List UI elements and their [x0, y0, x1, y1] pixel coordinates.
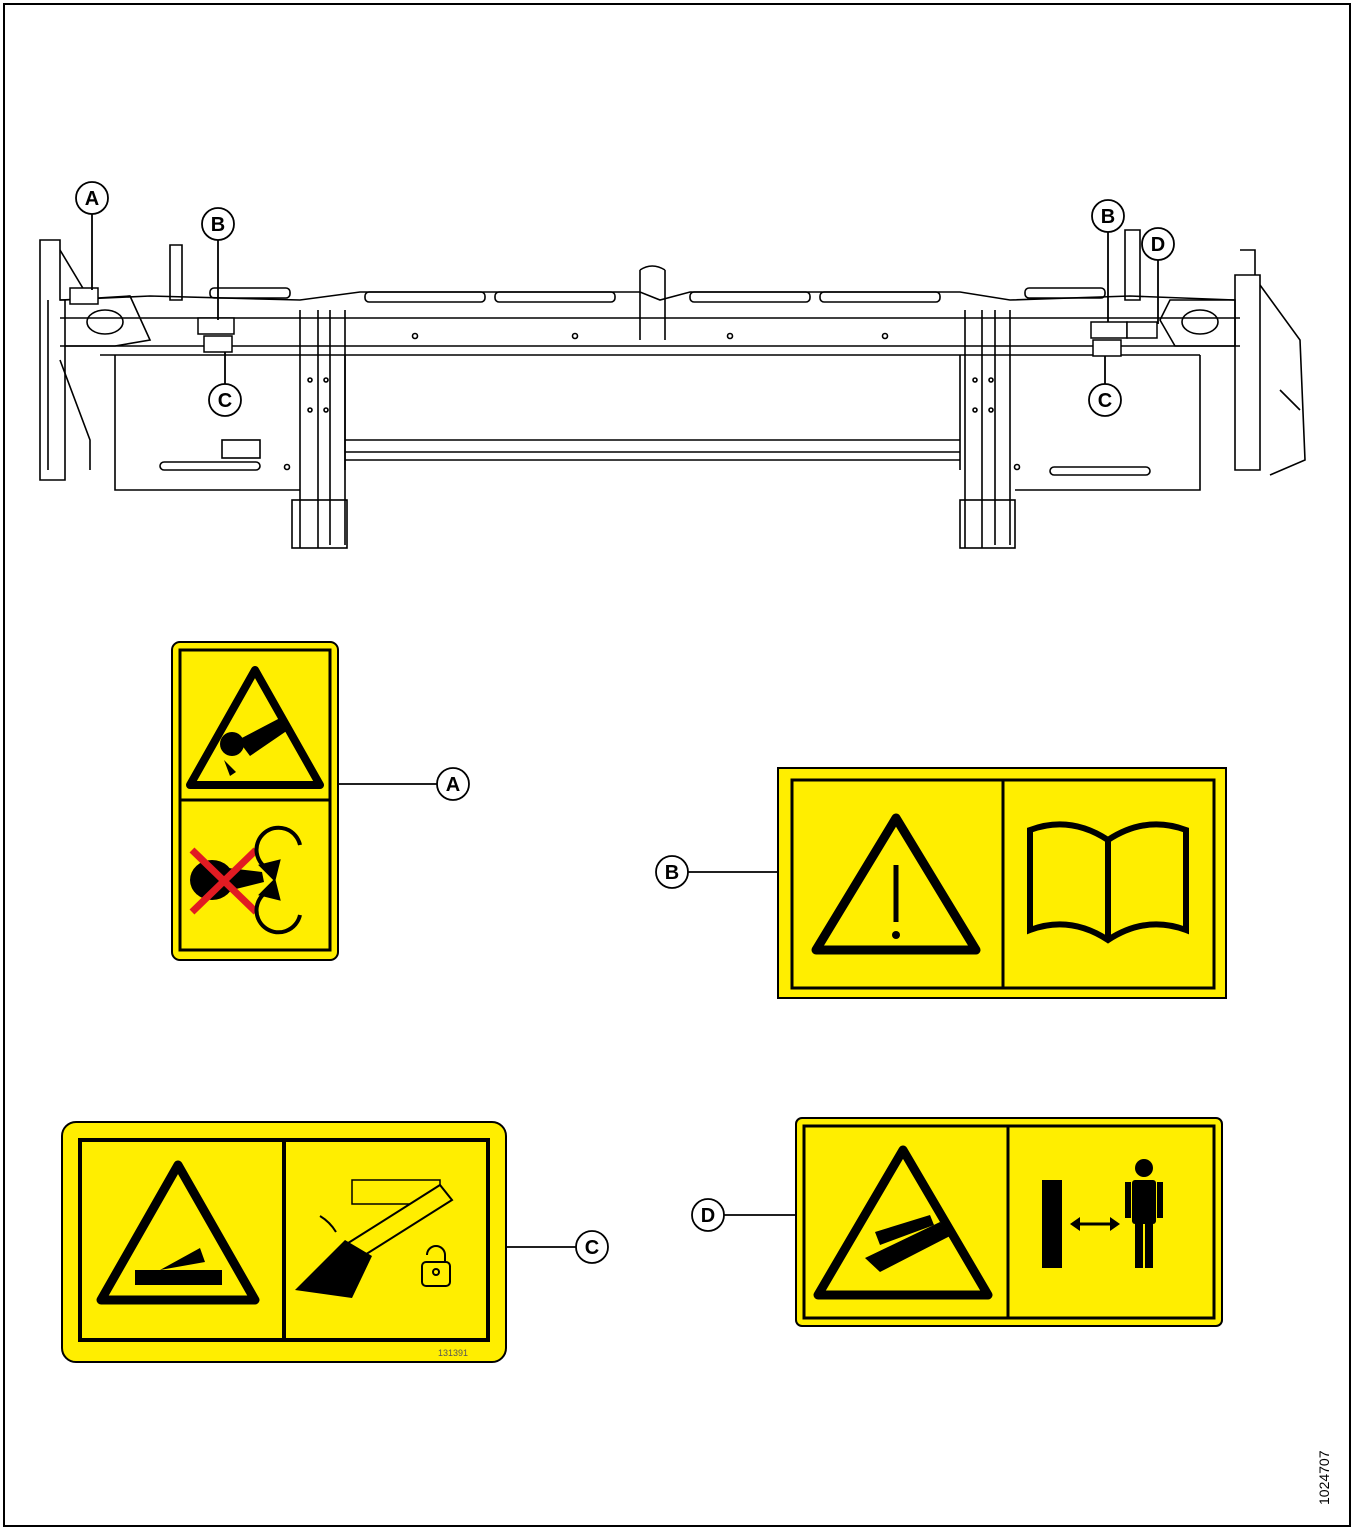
figure-id: 1024707 — [1316, 1450, 1332, 1505]
figure-border — [3, 3, 1351, 1527]
decal-a — [171, 641, 339, 961]
callout-b-right-label: B — [1101, 206, 1115, 228]
decal-c-right-marker — [1092, 339, 1122, 357]
decal-b-right-marker — [1090, 321, 1128, 339]
decal-c: 131391 — [61, 1121, 507, 1363]
decal-b-left-marker — [197, 317, 235, 335]
callout-a-top-label: A — [85, 188, 99, 210]
callout-b-decal-label: B — [665, 862, 679, 884]
frame-decal-markers — [69, 287, 1158, 357]
callout-a-decal-label: A — [446, 774, 460, 796]
decal-d-marker — [1126, 321, 1158, 339]
hand-crossed-icon — [189, 847, 264, 915]
callout-c-right-circle — [1088, 383, 1122, 417]
callout-b-right-circle — [1091, 199, 1125, 233]
callout-a-top-circle — [75, 181, 109, 215]
lift-cylinder-icon — [295, 1179, 454, 1298]
decal-a-marker — [69, 287, 99, 305]
callout-b-left-label: B — [211, 214, 225, 236]
decal-c-left-marker — [203, 335, 233, 353]
entanglement-icon — [220, 718, 288, 776]
pinch-hand-icon — [813, 1145, 993, 1300]
padlock-icon — [421, 1245, 451, 1287]
decal-c-part-number: 131391 — [438, 1348, 468, 1358]
header-frame-illustration — [39, 229, 1306, 549]
frame-callouts — [75, 181, 1175, 417]
callout-c-decal-circle — [575, 1230, 609, 1264]
crush-icon — [96, 1160, 260, 1305]
manual-book-icon — [1027, 821, 1189, 944]
callout-d-top-label: D — [1151, 234, 1165, 256]
rotating-arrows-icon — [254, 825, 302, 935]
callout-d-decal-label: D — [701, 1205, 715, 1227]
decal-d — [795, 1117, 1223, 1327]
callout-d-top-circle — [1141, 227, 1175, 261]
warning-triangle-icon — [186, 666, 324, 789]
callout-c-right-label: C — [1098, 390, 1112, 412]
stand-clear-icon — [1042, 1159, 1163, 1268]
callout-a-decal-circle — [436, 767, 470, 801]
callout-c-decal-label: C — [585, 1237, 599, 1259]
callout-b-left-circle — [201, 207, 235, 241]
decal-b — [777, 767, 1227, 999]
callout-c-left-label: C — [218, 390, 232, 412]
callout-c-left-circle — [208, 383, 242, 417]
